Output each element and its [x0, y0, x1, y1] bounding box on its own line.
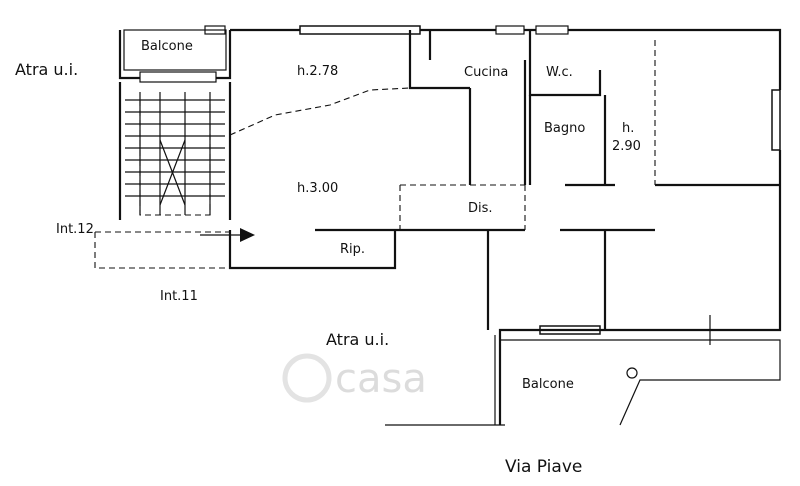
bedrooms — [486, 183, 780, 345]
label-balcone-bottom: Balcone — [522, 377, 574, 392]
label-height-h: h. — [622, 121, 634, 136]
entry-arrow-icon — [200, 228, 255, 242]
label-atra-ui-bottom: Atra u.i. — [326, 330, 389, 349]
label-atra-ui-left: Atra u.i. — [15, 60, 78, 79]
label-rip: Rip. — [340, 242, 365, 257]
exterior-walls — [118, 25, 782, 426]
label-balcone-top: Balcone — [141, 39, 193, 54]
bottom-balcony — [500, 339, 781, 426]
label-height-290: 2.90 — [612, 139, 641, 154]
label-wc: W.c. — [546, 65, 573, 80]
label-height-278: h.2.78 — [297, 64, 338, 79]
top-balcony — [123, 29, 227, 83]
watermark-text: casa — [335, 356, 427, 402]
stairwell — [94, 82, 232, 269]
label-street: Via Piave — [505, 457, 582, 477]
label-int11: Int.11 — [160, 289, 198, 304]
bathroom-block — [528, 25, 656, 187]
kitchen — [428, 25, 527, 185]
label-height-300: h.3.00 — [297, 181, 338, 196]
label-int12: Int.12 — [56, 222, 94, 237]
label-cucina: Cucina — [464, 65, 508, 80]
label-bagno: Bagno — [544, 121, 585, 136]
watermark: casa — [282, 353, 427, 403]
living-room — [228, 30, 526, 270]
label-dis: Dis. — [468, 201, 493, 216]
